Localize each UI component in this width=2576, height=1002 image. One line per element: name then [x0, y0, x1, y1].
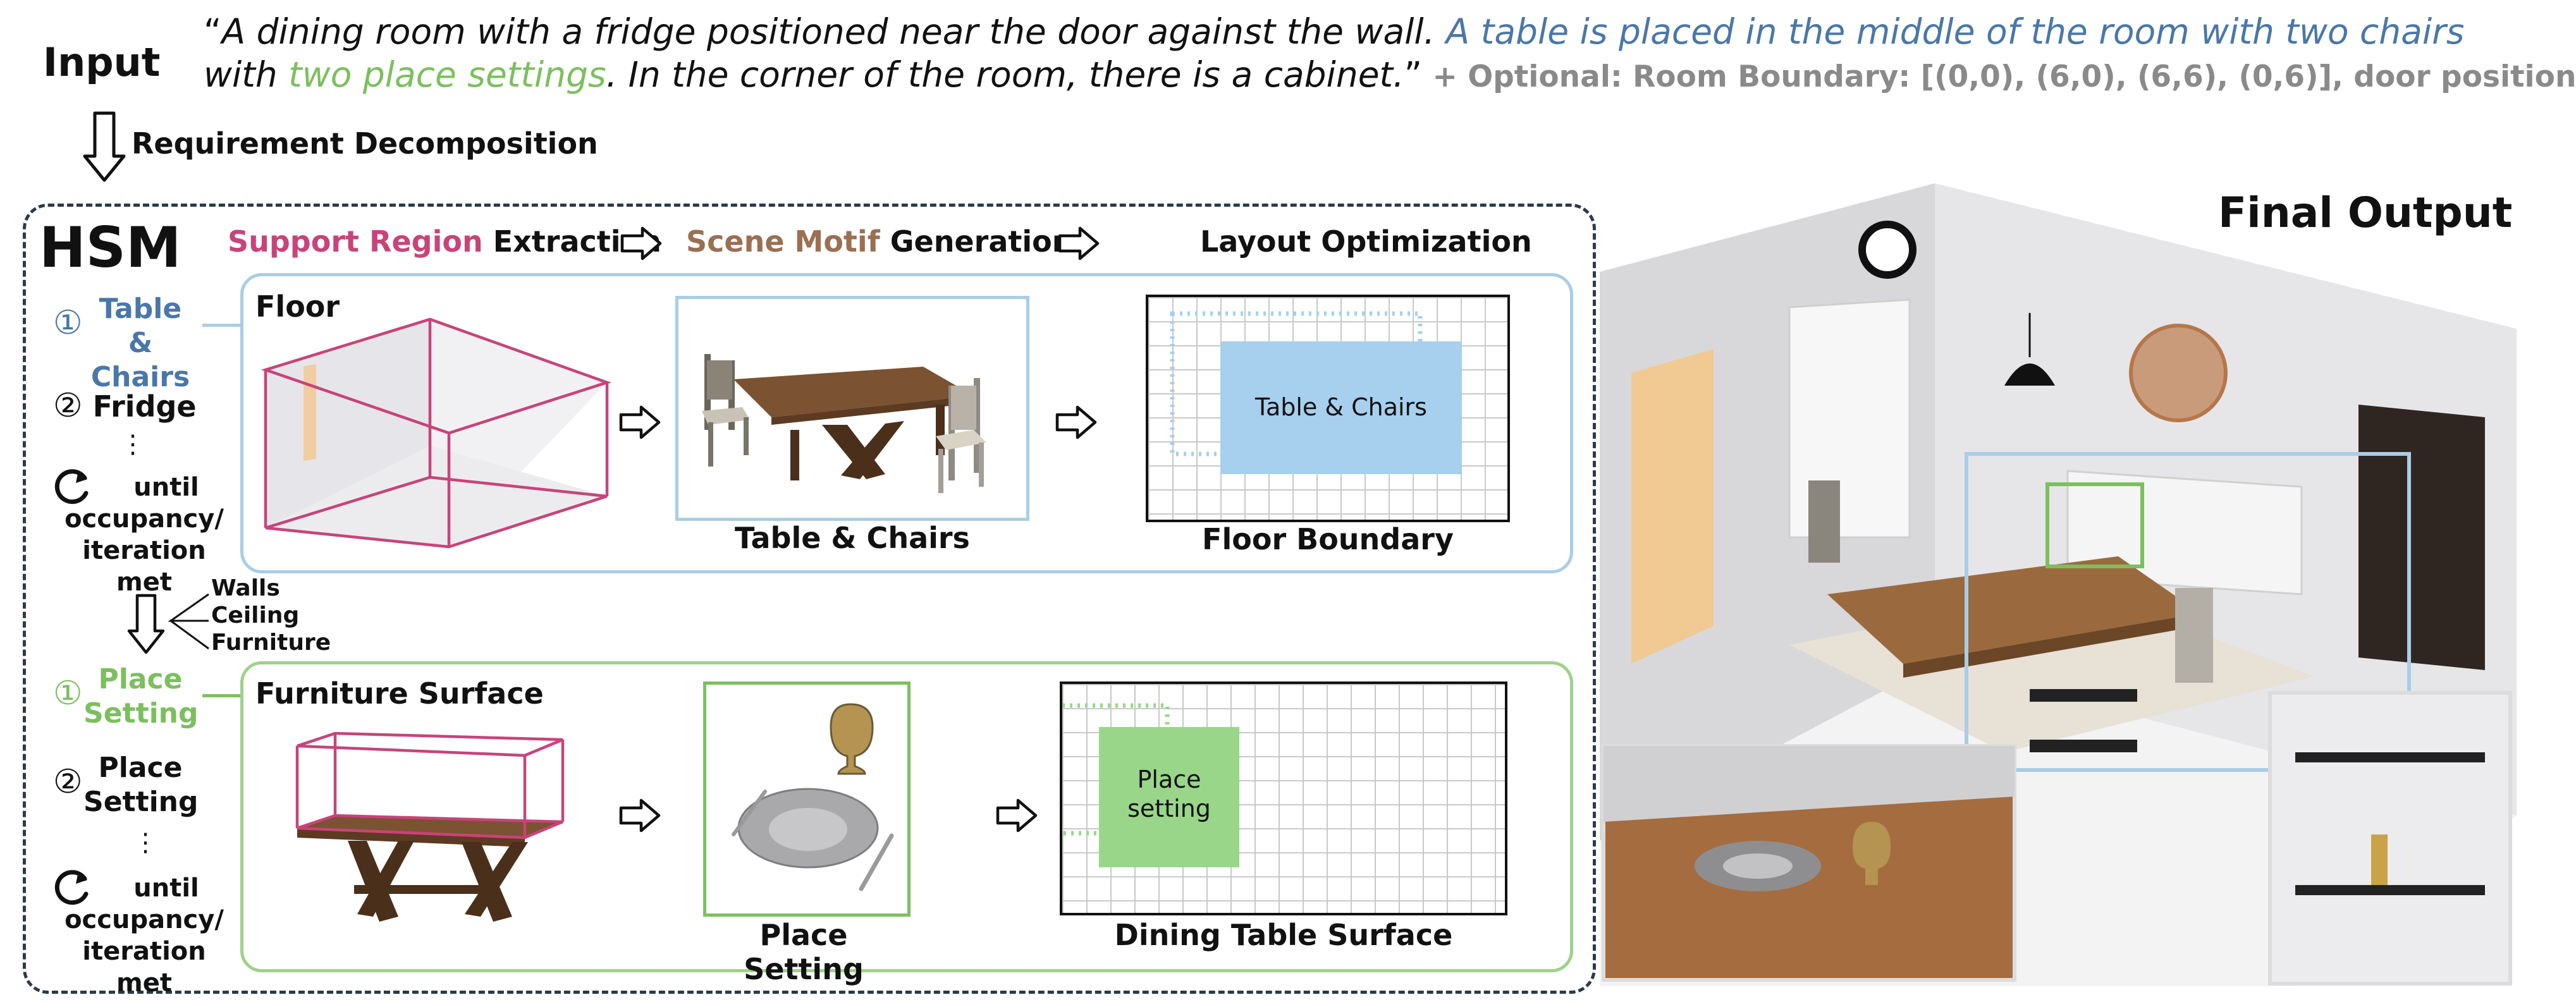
surface-panel [240, 661, 1573, 972]
quote-text-part-1: A dining room with a fridge positioned n… [221, 11, 1446, 52]
list1-item2-num: ② [53, 387, 83, 425]
input-quote-line-1: “A dining room with a fridge positioned … [204, 10, 2512, 53]
list2-item2: ② Place Setting [46, 751, 223, 819]
input-quote-line-2: with two place settings. In the corner o… [204, 53, 2576, 99]
list2-item2-label: Place Setting [83, 752, 199, 818]
final-output-title: Final Output [2218, 188, 2513, 237]
support-region-text: Support Region [228, 224, 483, 259]
list1-item1-num: ① [53, 304, 83, 342]
input-label: Input [43, 39, 161, 85]
requirement-decomposition-label: Requirement Decomposition [132, 126, 598, 161]
floor-placed-box-label: Table & Chairs [1255, 393, 1427, 421]
stage-layout-optimization: Layout Optimization [1200, 224, 1532, 259]
floor-dotted-candidate [1170, 311, 1423, 456]
table-surface-region [295, 731, 565, 922]
list1-item2: ② Fridge [53, 387, 197, 425]
quote-text-place-settings: two place settings [288, 54, 606, 95]
stack-label-ceiling: Ceiling [211, 602, 300, 628]
floor-boundary-caption: Floor Boundary [1202, 522, 1454, 556]
input-requirement-text: “A dining room with a fridge positioned … [204, 10, 2576, 99]
list1-item1: ① Table & Chairs [46, 292, 223, 394]
list2-loop-icon [54, 870, 89, 905]
hsm-title: HSM [39, 215, 181, 280]
floor-panel-title: Floor [255, 290, 340, 324]
floor-placed-box [1220, 341, 1462, 474]
list2-ellipsis: ⋮ [133, 828, 158, 857]
quote-open-mark: “ [204, 11, 222, 52]
list2-loop-label: until occupancy/ iteration met [64, 874, 224, 998]
dining-table-surface-grid [1060, 681, 1507, 915]
quote-text-line2-prefix: with [204, 54, 289, 95]
list2-item1-num: ① [53, 675, 83, 712]
surface-placed-box-label: Place setting [1127, 766, 1211, 822]
floor-panel [240, 273, 1573, 573]
decomposition-arrow-icon [83, 111, 126, 182]
optional-boundary-text: + Optional: Room Boundary: [(0,0), (6,0)… [1422, 59, 2576, 94]
stage-arrow-icon-1 [620, 226, 662, 260]
scene-motif-text: Scene Motif [686, 224, 880, 259]
stage-support-region-extraction: Support Region Extraction [228, 224, 661, 259]
dining-table-surface-caption: Dining Table Surface [1114, 918, 1453, 952]
stage-arrow-icon-2 [1058, 226, 1100, 260]
list1-connector [202, 324, 242, 327]
stack-down-arrow-icon [127, 594, 165, 654]
surface-panel-title: Furniture Surface [255, 676, 544, 711]
final-output-room-render [1600, 183, 2517, 986]
list2-item1-label: Place Setting [83, 663, 199, 730]
quote-text-table-chairs: A table is placed in the middle of the r… [1445, 11, 2465, 52]
place-setting-illustration [732, 703, 894, 891]
surface-placed-box [1099, 727, 1239, 867]
stack-bracket-lines [168, 593, 209, 650]
list2-item2-num: ② [53, 763, 83, 801]
place-setting-caption: Place Setting [744, 918, 864, 986]
list1-loop-label: until occupancy/ iteration met [64, 473, 224, 597]
list2-item1: ① Place Setting [46, 663, 223, 731]
generation-text: Generation [880, 224, 1073, 259]
quote-text-part-2: . In the corner of the room, there is a … [606, 54, 1404, 95]
list1-loop-icon [54, 469, 89, 504]
list2-connector [202, 694, 242, 697]
surface-arrow-icon-1 [619, 798, 661, 833]
list1-item1-label: Table & Chairs [90, 293, 190, 393]
stage-scene-motif-generation: Scene Motif Generation [686, 224, 1072, 259]
stack-label-walls: Walls [211, 575, 280, 601]
stack-label-furniture: Furniture [211, 630, 331, 656]
table-chairs-caption: Table & Chairs [735, 521, 970, 555]
table-chairs-illustration [702, 354, 986, 493]
list1-ellipsis: ⋮ [120, 430, 145, 459]
floor-support-region-box [261, 317, 612, 549]
floor-arrow-icon-1 [619, 405, 661, 439]
quote-close-mark: ” [1404, 54, 1423, 95]
floor-arrow-icon-2 [1055, 405, 1097, 439]
surface-arrow-icon-2 [996, 798, 1038, 833]
hsm-frame [23, 204, 1596, 994]
list1-item2-label: Fridge [92, 389, 197, 424]
